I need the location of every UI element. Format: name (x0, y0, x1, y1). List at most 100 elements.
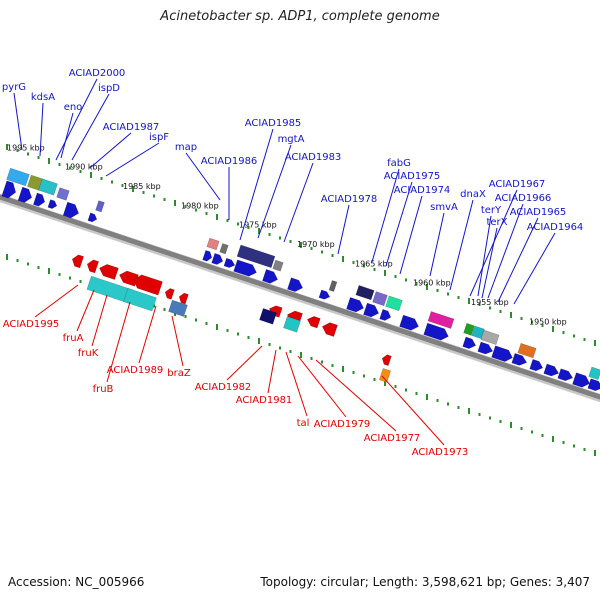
leader-line (449, 199, 474, 291)
scale-tick (153, 194, 155, 198)
scale-tick (237, 222, 239, 226)
gene-label-reverse: ACIAD1981 (236, 395, 293, 406)
leader-line (60, 112, 74, 159)
reverse-feature (259, 308, 277, 325)
gene-arrow (477, 341, 494, 355)
forward-gene-labels: pyrGkdsAACIAD2000enoispDACIAD1987ispFmap… (2, 68, 584, 305)
scale-tick (468, 407, 470, 414)
feature-box (38, 178, 58, 196)
scale-tick (363, 264, 365, 268)
scale-tick (163, 307, 166, 311)
scale-tick (163, 197, 166, 201)
scale-tick (321, 250, 323, 254)
topology-text: Topology: circular; Length: 3,598,621 bp… (260, 575, 590, 589)
reverse-gene-arrow (71, 254, 84, 269)
gene-label-reverse: fruB (93, 384, 114, 395)
gene-arrow (557, 368, 574, 381)
scale-tick (300, 351, 302, 358)
scale-tick (184, 314, 187, 318)
scale-tick (258, 227, 260, 234)
reverse-gene-arrow (306, 316, 321, 329)
feature-box (272, 259, 284, 272)
feature-box (123, 287, 157, 312)
gene-label-reverse: fruA (63, 333, 84, 344)
gene-label-forward: ACIAD1974 (394, 185, 451, 196)
leader-line (55, 78, 98, 161)
gene-label-forward: terX (486, 217, 507, 228)
gene-arrow (202, 250, 213, 262)
gene-label-reverse: tal (297, 418, 310, 429)
leader-line (497, 217, 539, 303)
scale-tick (289, 239, 292, 243)
scale-tick (79, 279, 82, 283)
scale-tick (90, 171, 92, 178)
scale-tick (583, 337, 586, 341)
leader-line (487, 203, 524, 299)
genome-backbone (0, 194, 600, 400)
feature-box (427, 311, 455, 329)
forward-feature (38, 178, 58, 196)
scale-tick (205, 321, 208, 325)
gene-arrow (399, 314, 419, 331)
scale-tick (405, 278, 407, 282)
forward-gene-arrow (543, 363, 560, 377)
leader-line (315, 359, 397, 432)
forward-gene-arrow (17, 186, 32, 203)
gene-arrow (86, 259, 99, 274)
scale-tick (216, 323, 218, 330)
forward-gene-arrow (477, 341, 494, 355)
scale-tick (342, 365, 344, 372)
scale-tick (352, 370, 355, 374)
scale-tick (69, 276, 71, 280)
scale-tick (268, 232, 271, 236)
scale-tick (258, 337, 260, 344)
gene-label-forward: ACIAD1964 (527, 222, 584, 233)
forward-gene-arrow (318, 289, 331, 300)
gene-arrow (223, 257, 236, 268)
leader-line (76, 289, 95, 332)
forward-gene-arrow (47, 199, 58, 209)
scale-tick (247, 335, 250, 339)
scale-tick (247, 225, 250, 229)
gene-label-forward: ispD (98, 83, 120, 94)
gene-label-reverse: ACIAD1995 (3, 319, 60, 330)
leader-line (385, 181, 413, 267)
leader-line (285, 351, 308, 417)
scale-tick (310, 356, 313, 360)
scale-tick (394, 274, 397, 278)
scale-tick (289, 349, 292, 353)
scale-tick (310, 246, 313, 250)
gene-arrow (164, 288, 175, 300)
forward-gene-arrow (363, 302, 379, 318)
leader-line (337, 204, 350, 255)
forward-gene-arrow (491, 345, 513, 362)
gene-label-forward: map (175, 142, 197, 153)
leader-line (513, 232, 556, 305)
forward-feature (236, 244, 276, 269)
forward-gene-arrow (572, 372, 590, 388)
scale-tick (279, 236, 281, 240)
leader-line (226, 345, 263, 381)
reverse-feature (123, 287, 157, 312)
scale-tick (583, 447, 586, 451)
scale-label: 1985 kbp (123, 182, 161, 191)
scale-tick (457, 295, 460, 299)
feature-box (95, 200, 105, 213)
leader-line (371, 168, 400, 263)
scale-tick (552, 435, 554, 442)
scale-tick (279, 346, 281, 350)
forward-feature (219, 243, 229, 255)
forward-feature (206, 237, 220, 251)
gene-label-forward: ACIAD1983 (285, 152, 342, 163)
scale-tick (6, 143, 8, 150)
reverse-gene-arrow (322, 322, 338, 337)
gene-label-forward: terY (481, 205, 502, 216)
feature-box (588, 366, 600, 380)
gene-arrow (363, 302, 379, 318)
forward-gene-arrow (423, 322, 449, 341)
scale-tick (373, 377, 376, 381)
scale-tick (363, 374, 365, 378)
leader-line (297, 355, 347, 418)
